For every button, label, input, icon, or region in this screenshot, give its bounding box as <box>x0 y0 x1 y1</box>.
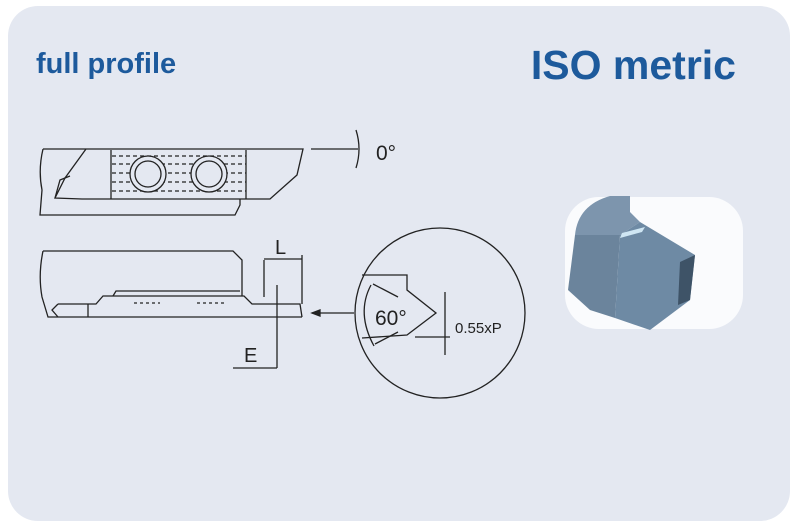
top-view <box>39 129 360 216</box>
thread-standard-title: ISO metric <box>530 42 736 88</box>
side-view <box>39 250 354 369</box>
thread-depth-label: 0.55xP <box>455 320 502 337</box>
profile-type-title: full profile <box>36 48 177 80</box>
detail-view <box>354 227 526 399</box>
thread-angle-label: 60° <box>375 307 407 330</box>
clearance-angle-label: 0° <box>376 142 396 165</box>
label-L: L <box>275 237 286 259</box>
insert-image <box>568 196 695 330</box>
label-E: E <box>244 345 257 367</box>
